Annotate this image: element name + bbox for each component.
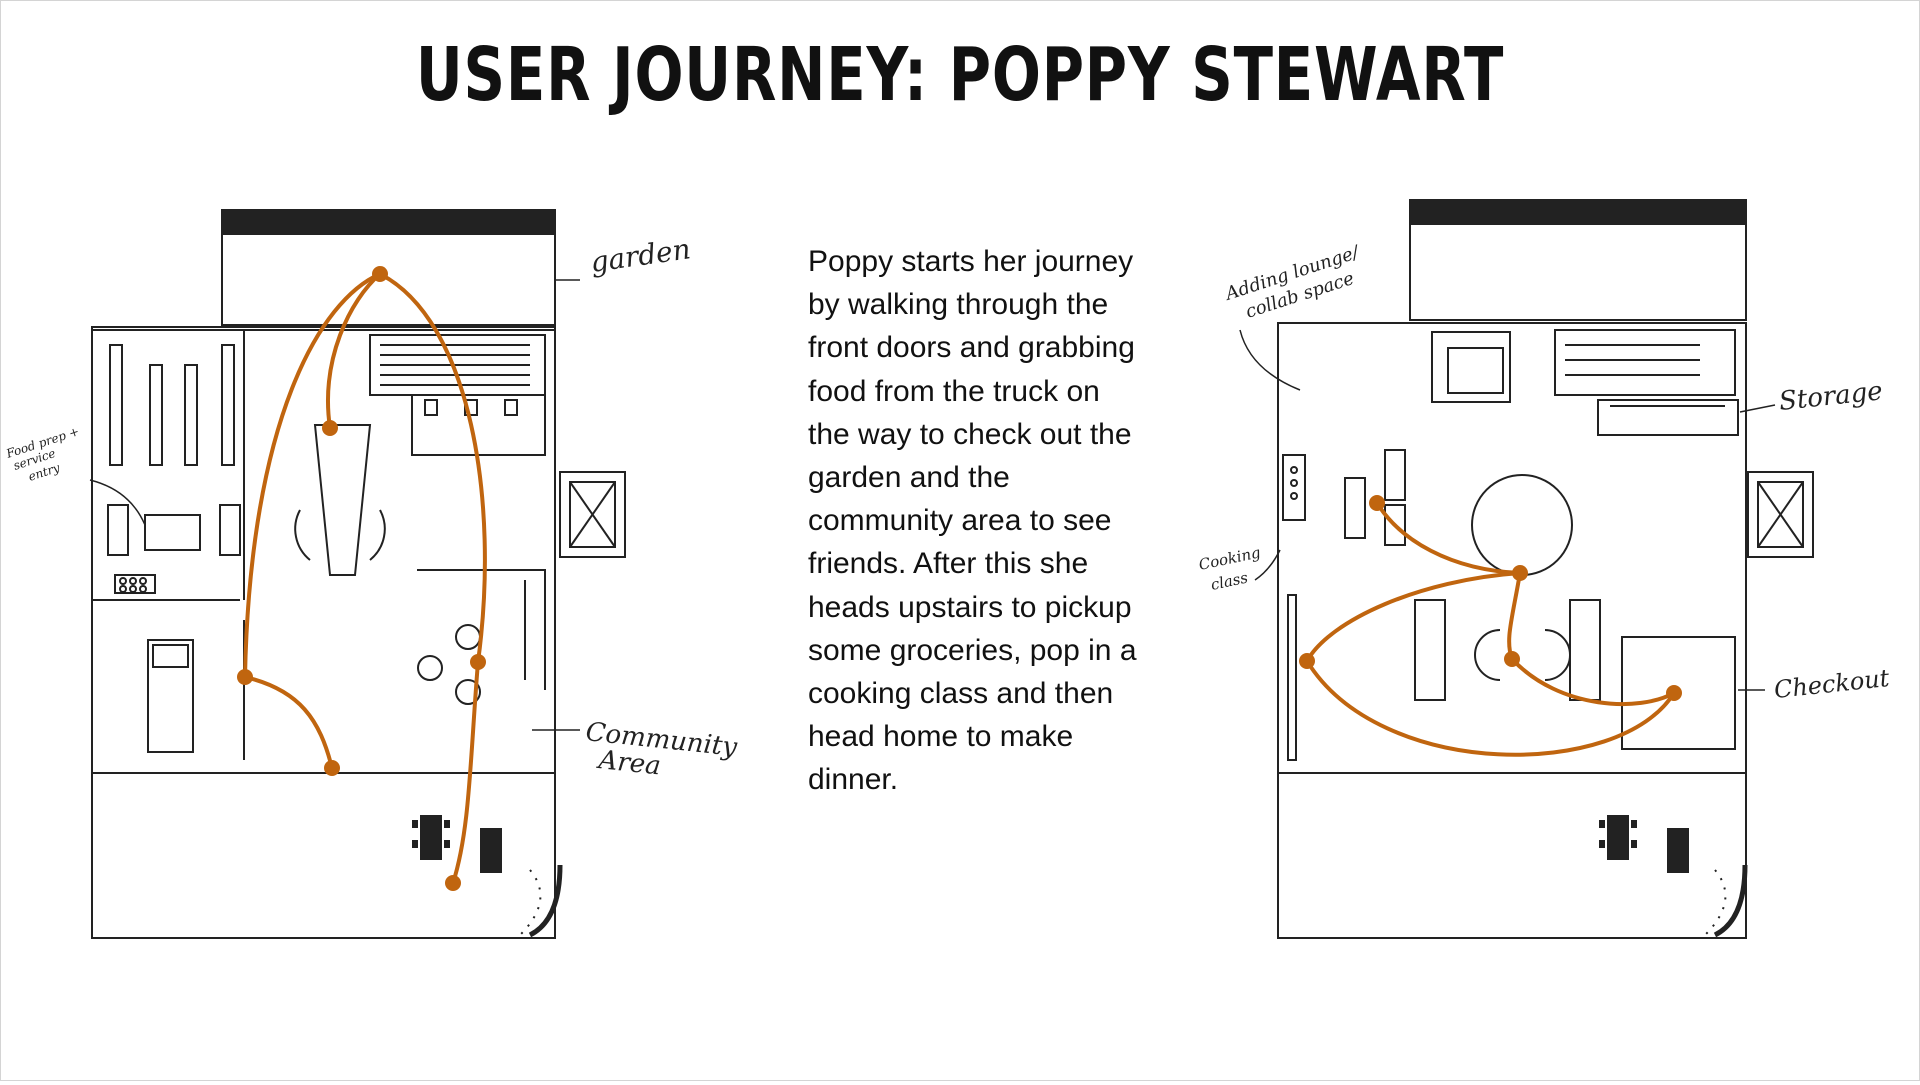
- label-cooking-1: Cooking: [1197, 543, 1262, 574]
- label-community-2: Area: [595, 745, 662, 782]
- slide-title: USER JOURNEY: POPPY STEWART: [415, 32, 1505, 118]
- label-checkout: Checkout: [1773, 664, 1891, 704]
- label-cooking-2: class: [1209, 568, 1250, 593]
- journey-description: Poppy starts her journey by walking thro…: [808, 245, 1137, 797]
- label-storage: Storage: [1778, 376, 1884, 417]
